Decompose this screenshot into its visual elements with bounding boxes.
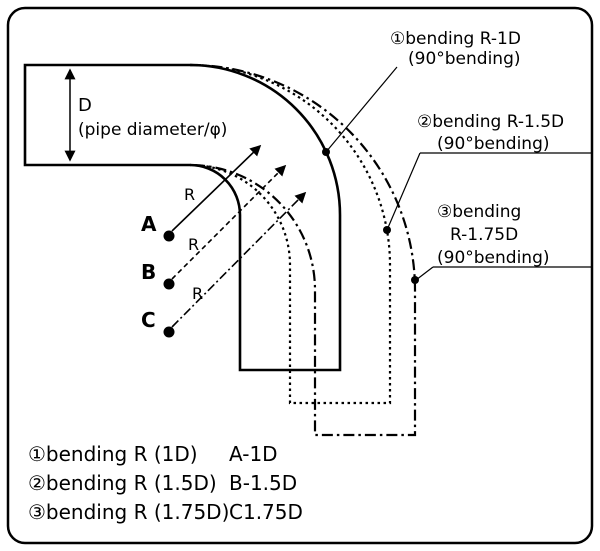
point-dot-c xyxy=(163,326,175,338)
diameter-caption: (pipe diameter/φ) xyxy=(78,120,227,140)
point-dot-a xyxy=(163,230,175,242)
callout-1-leader-line xyxy=(325,66,398,153)
radius-arrow-c xyxy=(171,191,307,328)
callout-2-leader-line xyxy=(386,152,421,231)
point-letter-c: C xyxy=(141,308,156,332)
callout-1-line2: (90°bending) xyxy=(408,49,521,69)
callout-3-dot xyxy=(411,276,419,284)
diameter-label: D xyxy=(78,95,92,116)
pipe-outline-1d xyxy=(23,63,342,372)
legend-row-1-value: A-1D xyxy=(229,442,278,466)
point-letter-b: B xyxy=(141,260,156,284)
radius-label-a: R xyxy=(184,185,195,204)
radius-arrow-a xyxy=(171,144,262,232)
page-border xyxy=(6,6,594,545)
legend-row-3-label: ③bending R (1.75D) xyxy=(28,500,229,524)
radius-arrow-b xyxy=(171,164,287,280)
radius-label-b: R xyxy=(188,235,199,254)
callout-2-line2: (90°bending) xyxy=(437,134,550,154)
pipe-outline-1-5d xyxy=(189,63,392,405)
legend-row-2-label: ②bending R (1.5D) xyxy=(28,471,217,495)
callout-3-leader-line xyxy=(415,266,434,281)
point-letter-a: A xyxy=(141,212,157,236)
legend-row-2-value: B-1.5D xyxy=(229,471,297,495)
callout-3-line3: (90°bending) xyxy=(437,248,550,268)
callout-3-line2: R-1.75D xyxy=(450,225,518,245)
point-dot-b xyxy=(163,278,175,290)
callout-1-line1: ①bending R-1D xyxy=(390,29,521,49)
legend-row-3-value: C1.75D xyxy=(229,500,303,524)
callout-3-line1: ③bending xyxy=(437,202,521,222)
legend-row-1-label: ①bending R (1D) xyxy=(28,442,198,466)
callout-1-dot xyxy=(322,148,330,156)
radius-label-c: R xyxy=(192,284,203,303)
callout-2-line1: ②bending R-1.5D xyxy=(417,112,564,132)
callout-2-dot xyxy=(383,226,391,234)
